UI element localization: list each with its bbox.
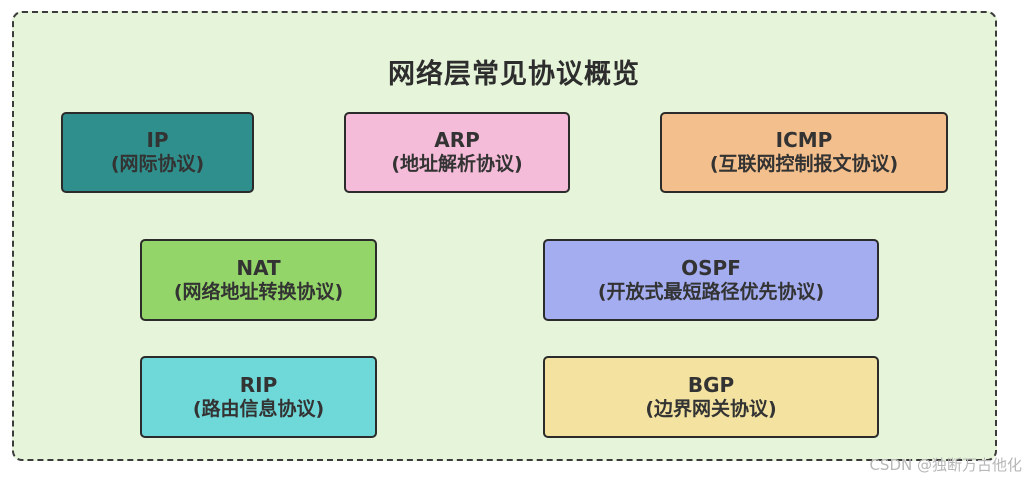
protocol-box-arp: ARP (地址解析协议) [344, 112, 570, 193]
protocol-box-ip: IP (网际协议) [61, 112, 254, 193]
protocol-box-icmp: ICMP (互联网控制报文协议) [660, 112, 948, 193]
protocol-box-rip: RIP (路由信息协议) [140, 356, 377, 438]
protocol-abbr: OSPF [681, 255, 741, 280]
protocol-abbr: NAT [236, 255, 281, 280]
protocol-box-ospf: OSPF (开放式最短路径优先协议) [543, 239, 879, 321]
watermark: CSDN @独断万古他化 [869, 456, 1022, 474]
protocol-full-name: (开放式最短路径优先协议) [597, 280, 825, 303]
protocol-box-bgp: BGP (边界网关协议) [543, 356, 879, 438]
protocol-full-name: (互联网控制报文协议) [709, 153, 899, 176]
protocol-abbr: ICMP [775, 128, 833, 153]
protocol-full-name: (网际协议) [110, 153, 205, 176]
protocol-full-name: (边界网关协议) [645, 397, 777, 420]
diagram-title: 网络层常见协议概览 [388, 59, 640, 90]
protocol-full-name: (地址解析协议) [391, 153, 523, 176]
protocol-abbr: BGP [687, 372, 735, 397]
protocol-abbr: IP [146, 128, 169, 153]
protocol-abbr: ARP [434, 128, 480, 153]
protocol-box-nat: NAT (网络地址转换协议) [140, 239, 377, 321]
protocol-full-name: (路由信息协议) [192, 397, 325, 420]
protocol-abbr: RIP [239, 372, 278, 397]
protocol-full-name: (网络地址转换协议) [173, 280, 344, 303]
